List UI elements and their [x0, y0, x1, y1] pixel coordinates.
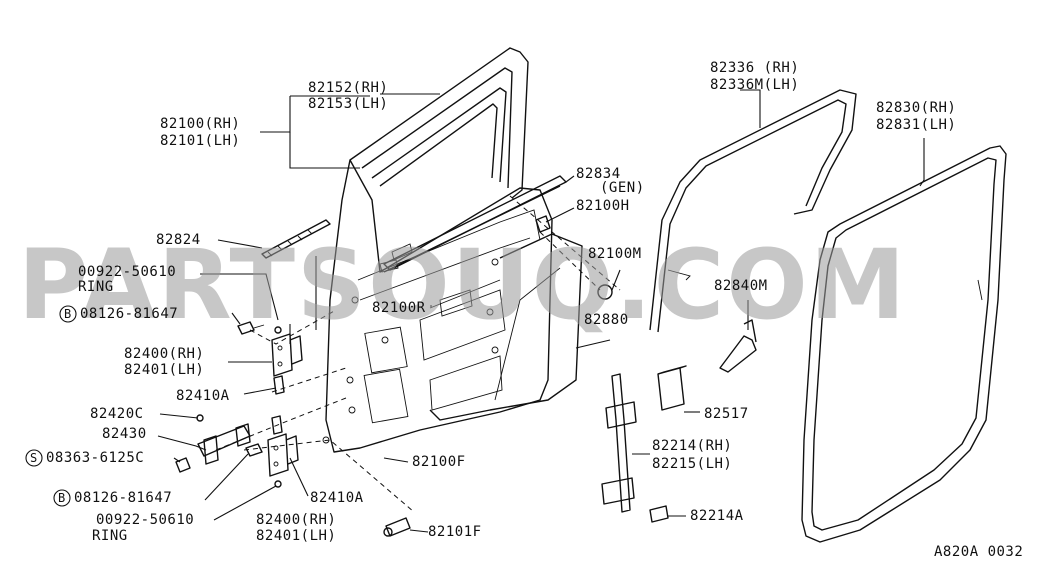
label-82834: 82834: [576, 166, 621, 182]
screw-marker: [25, 449, 43, 467]
label-82430: 82430: [102, 426, 147, 442]
watermark: PARTSOUQ.COM: [18, 229, 907, 341]
screw-marker-letter: S: [30, 451, 37, 465]
label-08126-lower: 08126-81647: [74, 490, 172, 506]
label-82100: 82100(RH): [160, 116, 240, 132]
leader-lines: [157, 89, 925, 533]
assembly-lines: [215, 195, 621, 513]
lower-hinge: [245, 415, 299, 488]
label-82830: 82830(RH): [876, 100, 956, 116]
label-82420c: 82420C: [90, 406, 144, 422]
label-82336: 82336 (RH): [710, 60, 799, 76]
label-gen: (GEN): [600, 180, 645, 196]
clips: [535, 215, 613, 300]
upper-weatherstrip: [649, 89, 857, 333]
label-82214: 82214(RH): [652, 438, 732, 454]
label-82336m: 82336M(LH): [710, 77, 799, 93]
bracket-82840m: [719, 319, 757, 373]
check-strap: [601, 373, 669, 523]
bolt-marker-lower: [53, 489, 71, 507]
label-82100h: 82100H: [576, 198, 630, 214]
label-08126-upper: 08126-81647: [80, 306, 178, 322]
bolt-marker-lower-letter: B: [58, 491, 65, 505]
label-82840m: 82840M: [714, 278, 768, 294]
label-ring-upper: RING: [78, 279, 114, 295]
label-82152: 82152(RH): [308, 80, 388, 96]
label-82153: 82153(LH): [308, 96, 388, 112]
label-82517: 82517: [704, 406, 749, 422]
sealing-screen: [429, 233, 583, 421]
label-82401-lower: 82401(LH): [256, 528, 336, 544]
label-82824: 82824: [156, 232, 201, 248]
bolt-marker-upper-letter: B: [64, 307, 71, 321]
figure-code: A820A 0032: [934, 544, 1023, 560]
door-sash: [349, 47, 529, 199]
label-82215: 82215(LH): [652, 456, 732, 472]
label-82100r: 82100R: [372, 300, 426, 316]
label-00922-upper: 00922-50610: [78, 264, 176, 280]
label-82880: 82880: [584, 312, 629, 328]
pad-82517: [657, 365, 687, 411]
label-82101: 82101(LH): [160, 133, 240, 149]
label-08363: 08363-6125C: [46, 450, 144, 466]
label-00922-lower: 00922-50610: [96, 512, 194, 528]
label-82410a-upper: 82410A: [176, 388, 230, 404]
label-82214a: 82214A: [690, 508, 744, 524]
label-ring-lower: RING: [92, 528, 128, 544]
part-labels: 82152(RH) 82153(LH) 82100(RH) 82101(LH) …: [25, 60, 1023, 560]
label-82401-upper: 82401(LH): [124, 362, 204, 378]
label-82400-upper: 82400(RH): [124, 346, 204, 362]
bolt-marker-upper: [59, 305, 77, 323]
door-weatherstrip: [801, 145, 1007, 543]
label-82100f: 82100F: [412, 454, 466, 470]
bolt-82101f: [383, 517, 411, 537]
label-82100m: 82100M: [588, 246, 642, 262]
outer-weatherstrip: [261, 219, 331, 259]
label-82400-lower: 82400(RH): [256, 512, 336, 528]
label-82831: 82831(LH): [876, 117, 956, 133]
label-82101f: 82101F: [428, 524, 482, 540]
label-82410a-lower: 82410A: [310, 490, 364, 506]
